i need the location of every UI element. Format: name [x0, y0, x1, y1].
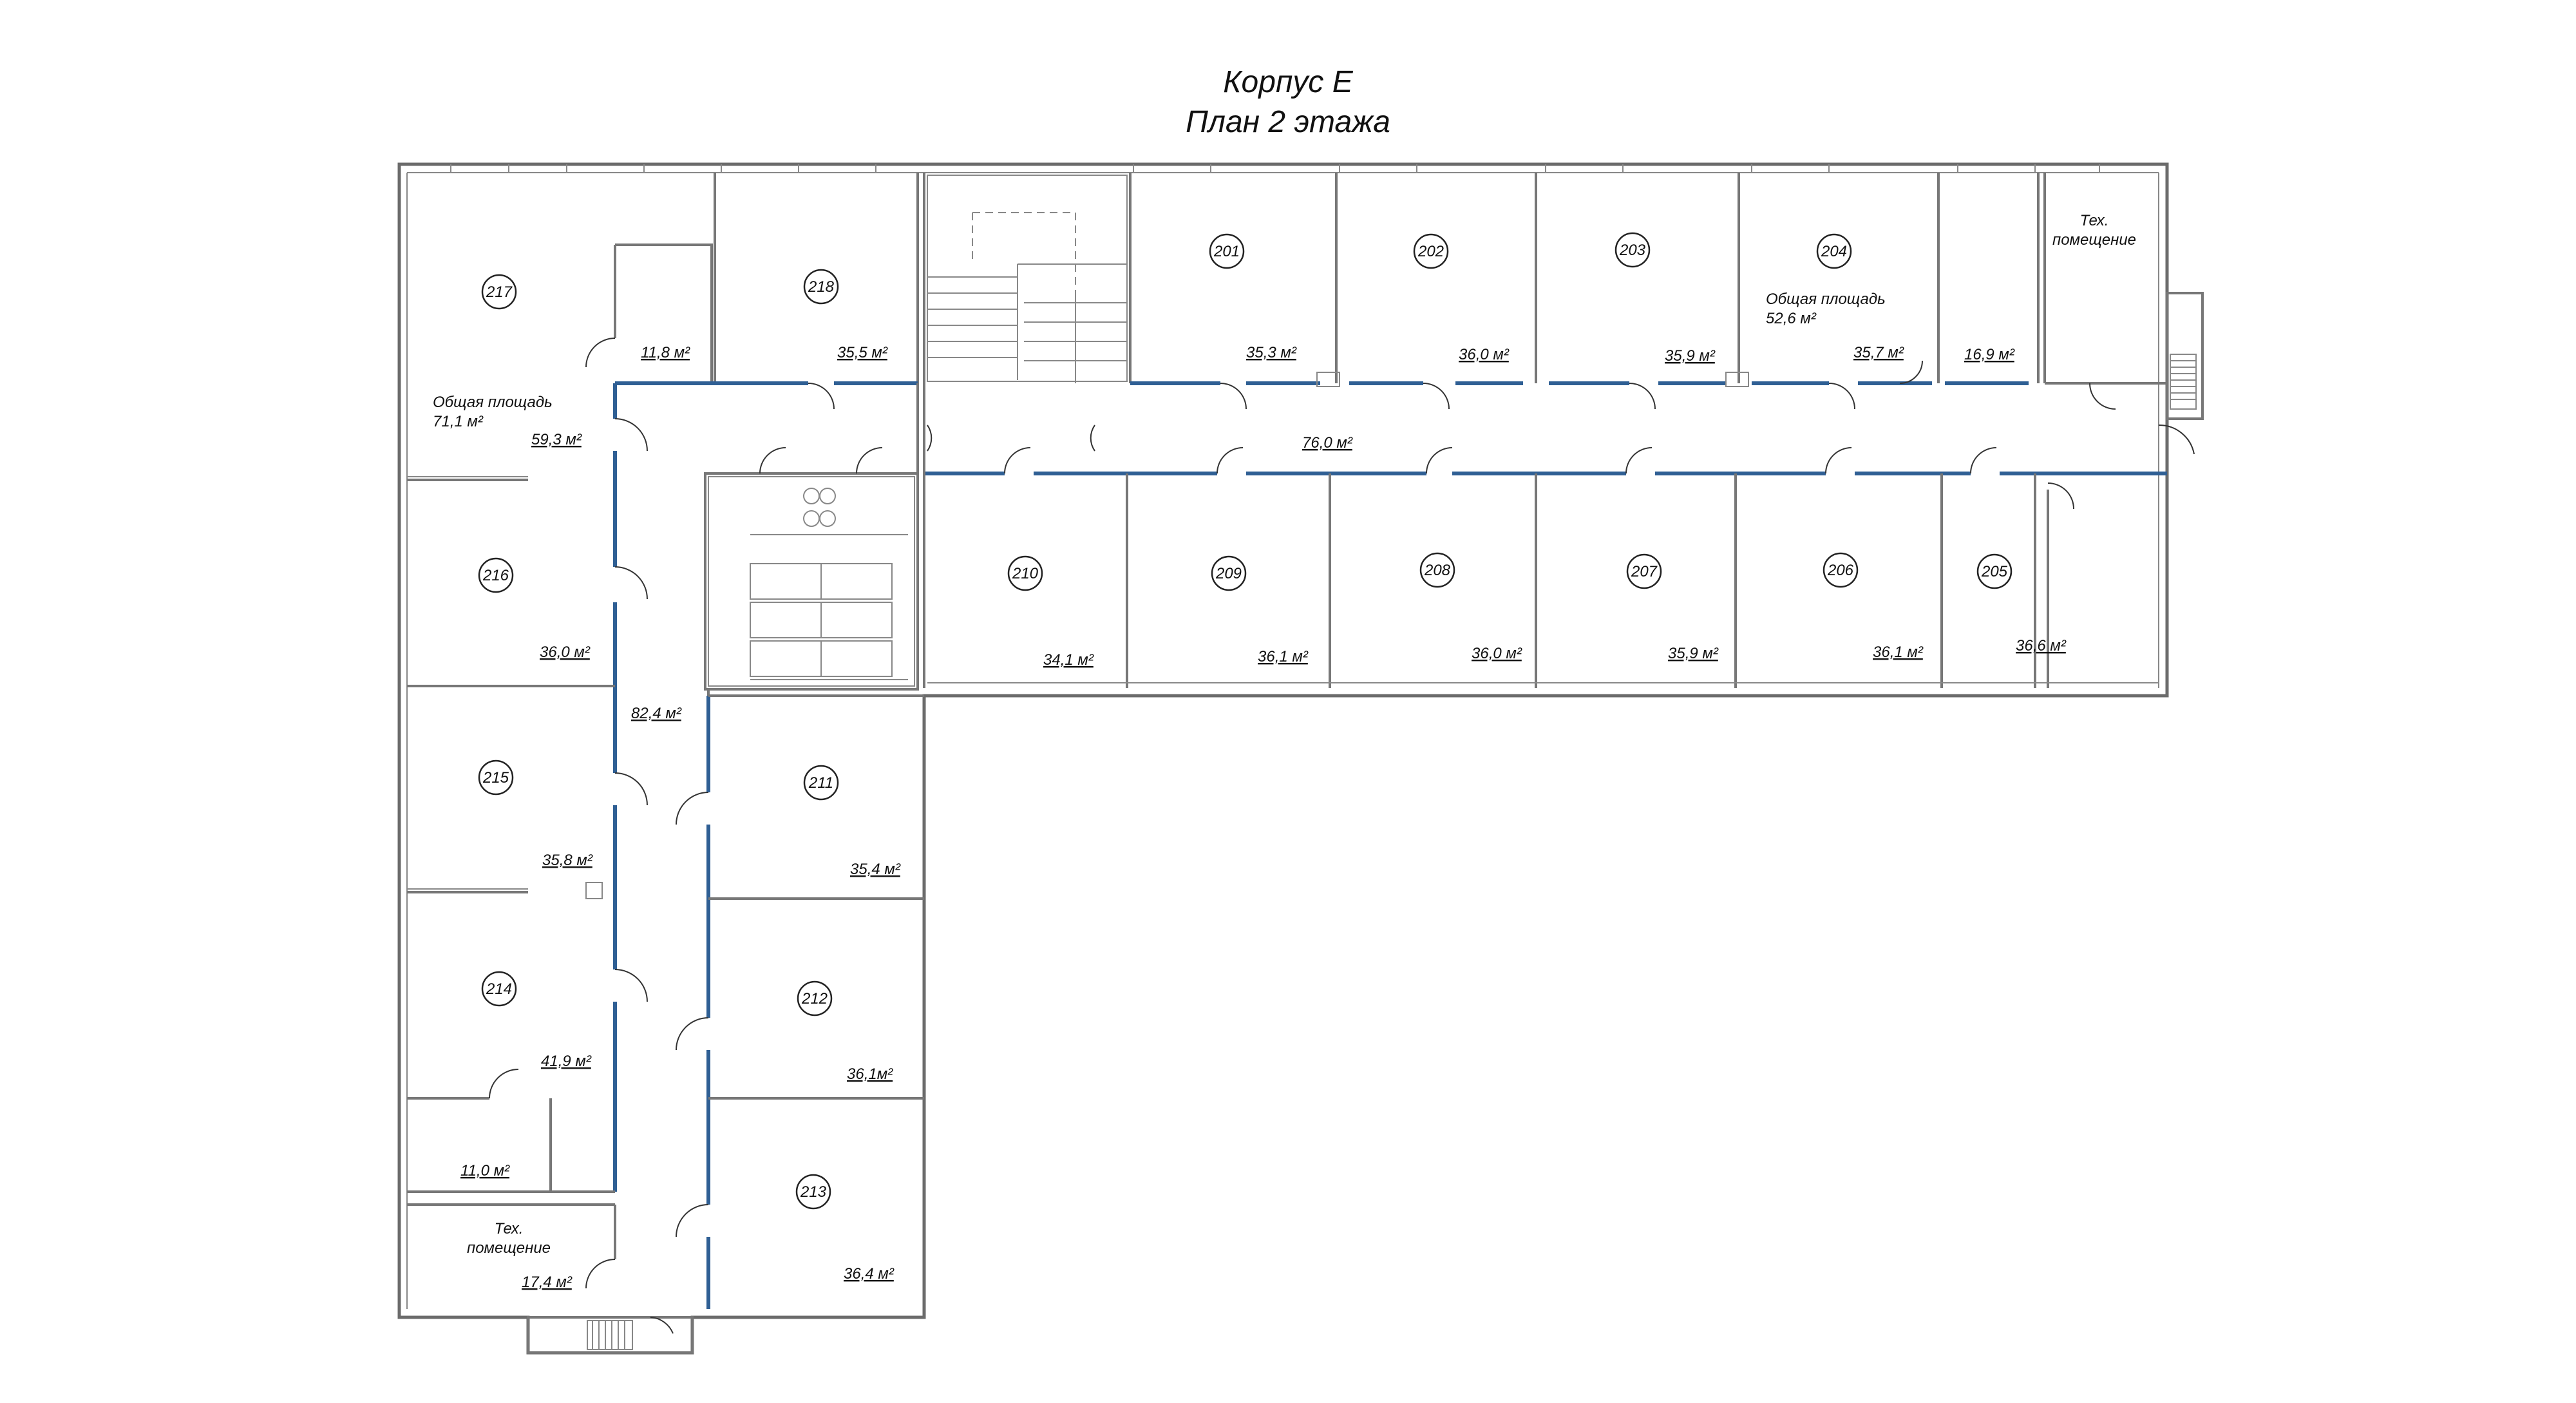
room-218-marker[interactable]: 218	[803, 269, 839, 305]
svg-text:204: 204	[1821, 243, 1847, 260]
west-wing-doors	[489, 338, 883, 1289]
room-210-area: 34,1 м²	[1043, 651, 1094, 669]
room-216-marker[interactable]: 216	[478, 557, 514, 593]
room-203-marker[interactable]: 203	[1615, 232, 1651, 268]
svg-text:203: 203	[1619, 242, 1646, 259]
room-211-marker[interactable]: 211	[803, 765, 839, 801]
tech-west-line1: Тех.	[495, 1220, 524, 1237]
svg-text:201: 201	[1213, 243, 1240, 260]
room-markers: 201 202 203 204 205 206 207 208 209 210 …	[478, 232, 2012, 1210]
room-217-marker[interactable]: 217	[481, 274, 517, 310]
room-217-total-area: 71,1 м²	[433, 413, 484, 430]
room-204b-area: 16,9 м²	[1964, 346, 2015, 363]
tech-west-area: 17,4 м²	[522, 1274, 573, 1291]
room-210-marker[interactable]: 210	[1007, 555, 1043, 591]
room-208-marker[interactable]: 208	[1419, 552, 1455, 588]
room-212-area: 36,1м²	[847, 1065, 893, 1083]
room-214-marker[interactable]: 214	[481, 971, 517, 1007]
corridor-west-area: 82,4 м²	[631, 705, 682, 722]
room-202-marker[interactable]: 202	[1413, 233, 1449, 269]
area-labels: 35,3 м² 36,0 м² 35,9 м² Общая площадь 52…	[433, 212, 2136, 1291]
room-213-area: 36,4 м²	[844, 1265, 895, 1283]
svg-text:205: 205	[1981, 563, 2008, 580]
svg-text:208: 208	[1424, 562, 1451, 579]
room-216-area: 36,0 м²	[540, 644, 591, 661]
room-203-area: 35,9 м²	[1665, 347, 1716, 365]
room-204-area: 35,7 м²	[1853, 344, 1904, 361]
room-205-area: 36,6 м²	[2016, 637, 2067, 654]
svg-text:210: 210	[1012, 565, 1039, 582]
room-214b-area: 11,0 м²	[460, 1162, 510, 1179]
east-wing-walls	[916, 173, 2167, 688]
room-215-marker[interactable]: 215	[478, 759, 514, 796]
svg-text:213: 213	[800, 1183, 827, 1201]
room-204-marker[interactable]: 204	[1816, 233, 1852, 269]
svg-text:212: 212	[801, 990, 828, 1007]
room-207-marker[interactable]: 207	[1626, 553, 1662, 589]
room-205-marker[interactable]: 205	[1976, 553, 2012, 589]
room-207-area: 35,9 м²	[1668, 645, 1719, 662]
room-201-area: 35,3 м²	[1246, 344, 1297, 361]
plan-title-floor: План 2 этажа	[1186, 105, 1390, 139]
room-215-area: 35,8 м²	[542, 852, 593, 869]
room-214-area: 41,9 м²	[541, 1053, 592, 1070]
room-217b-area: 11,8 м²	[641, 344, 690, 361]
svg-text:207: 207	[1631, 563, 1658, 580]
svg-text:209: 209	[1215, 565, 1242, 582]
room-201-marker[interactable]: 201	[1209, 233, 1245, 269]
tech-east-line1: Тех.	[2080, 212, 2109, 229]
room-204-total-area: 52,6 м²	[1766, 310, 1817, 327]
plan-title-building: Корпус Е	[1223, 65, 1353, 99]
room-213-marker[interactable]: 213	[795, 1174, 831, 1210]
room-206-area: 36,1 м²	[1873, 644, 1924, 661]
tech-west-line2: помещение	[467, 1239, 551, 1257]
svg-text:202: 202	[1417, 243, 1444, 260]
svg-text:214: 214	[486, 980, 512, 998]
room-208-area: 36,0 м²	[1472, 645, 1522, 662]
svg-text:215: 215	[482, 769, 509, 787]
svg-text:216: 216	[482, 567, 509, 584]
room-204-total-label: Общая площадь	[1766, 291, 1886, 308]
svg-text:218: 218	[808, 278, 835, 296]
room-209-area: 36,1 м²	[1258, 648, 1309, 665]
corridor-east-area: 76,0 м²	[1302, 434, 1353, 452]
east-entrance-stair	[2158, 292, 2204, 455]
room-218-area: 35,5 м²	[837, 344, 888, 361]
west-wing-walls	[407, 173, 924, 1309]
room-206-marker[interactable]: 206	[1823, 552, 1859, 588]
room-211-area: 35,4 м²	[850, 861, 901, 878]
svg-text:206: 206	[1827, 562, 1854, 579]
room-212-marker[interactable]: 212	[797, 980, 833, 1016]
room-209-marker[interactable]: 209	[1211, 555, 1247, 591]
room-202-area: 36,0 м²	[1459, 346, 1510, 363]
room-217-area: 59,3 м²	[531, 431, 582, 448]
svg-text:211: 211	[808, 774, 833, 792]
tech-east-line2: помещение	[2052, 231, 2136, 249]
outer-walls	[397, 162, 2169, 1355]
room-217-total-label: Общая площадь	[433, 394, 553, 411]
svg-text:217: 217	[486, 283, 513, 301]
east-wing-doors	[927, 360, 2116, 510]
south-entrance-stair	[527, 1316, 694, 1354]
